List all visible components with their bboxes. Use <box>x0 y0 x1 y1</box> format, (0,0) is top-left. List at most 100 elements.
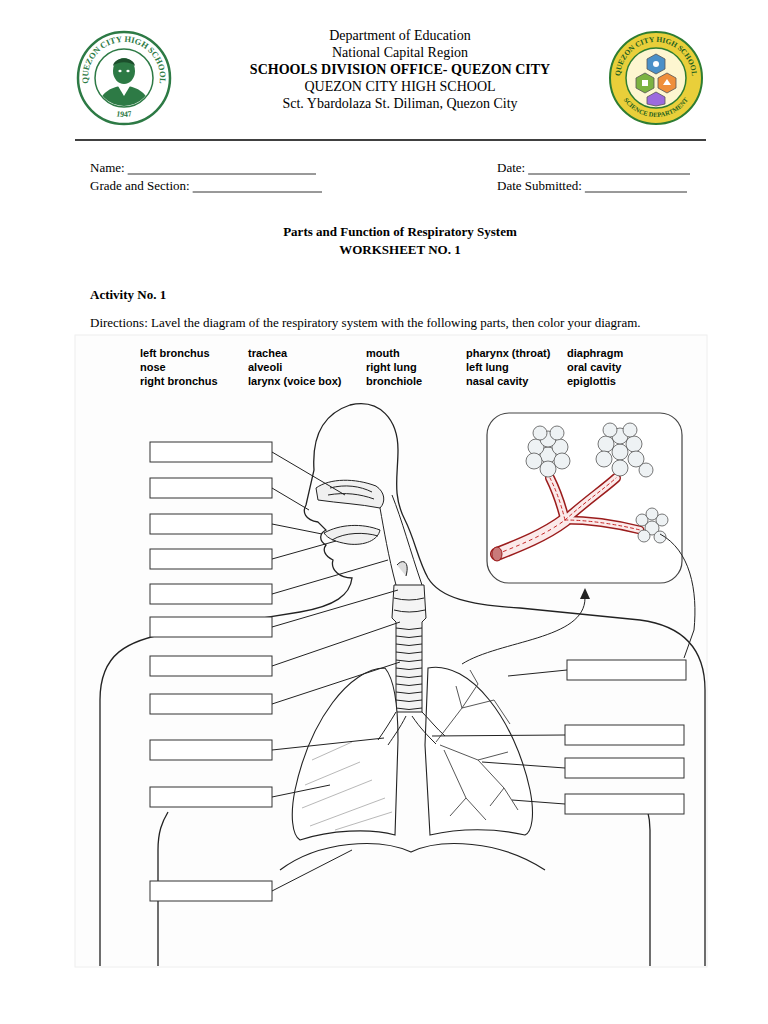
answer-box <box>150 694 272 714</box>
lungs <box>456 686 462 708</box>
seal-text: QUEZON CITY HIGH SCHOOL <box>80 34 168 85</box>
alveoli-inset <box>565 520 640 530</box>
alveoli-inset <box>550 478 565 520</box>
lungs <box>425 667 532 835</box>
alveoli-inset <box>526 453 542 469</box>
form-field: Grade and Section: <box>90 178 190 194</box>
leader-line <box>272 850 352 891</box>
alveoli-inset <box>565 520 640 530</box>
lungs <box>302 742 392 830</box>
trachea <box>394 610 425 612</box>
alveoli-inset <box>554 453 570 469</box>
school-seal <box>118 86 130 96</box>
trachea <box>396 684 422 686</box>
answer-box <box>567 660 686 680</box>
science-department-seal <box>610 32 702 124</box>
leader-line <box>272 590 398 627</box>
school-seal <box>118 70 121 72</box>
science-department-seal <box>647 92 665 106</box>
school-seal <box>78 32 170 124</box>
diagram-ground <box>75 335 707 967</box>
alveoli-inset <box>533 426 547 440</box>
alveoli-inset <box>598 436 614 452</box>
word-bank-term: bronchiole <box>366 374 422 388</box>
school-seal <box>126 70 129 72</box>
lungs <box>335 812 392 830</box>
answer-box <box>565 758 684 778</box>
body-outline <box>100 404 705 966</box>
word-bank-term: nasal cavity <box>466 374 528 388</box>
worksheet-number: WORKSHEET NO. 1 <box>200 242 600 258</box>
inset-arrow <box>462 598 585 664</box>
lungs <box>310 798 385 826</box>
answer-box <box>150 442 686 901</box>
answer-box <box>565 725 684 745</box>
trachea <box>396 652 422 654</box>
leader-line <box>272 738 384 750</box>
lungs <box>462 700 494 708</box>
leader-line <box>660 534 695 658</box>
trachea <box>396 708 422 710</box>
word-bank-term: pharynx (throat) <box>466 346 550 360</box>
bronchi <box>378 712 396 740</box>
lungs <box>470 670 478 684</box>
worksheet-title: Parts and Function of Respiratory System <box>150 224 650 240</box>
leader-line <box>272 541 336 559</box>
alveoli-inset <box>487 413 682 583</box>
trachea <box>396 644 422 646</box>
alveoli-inset <box>623 423 637 437</box>
trachea <box>396 636 422 638</box>
head-airway <box>392 495 422 585</box>
leader-line <box>272 452 695 891</box>
inset-arrow <box>580 588 590 599</box>
header-line: National Capital Region <box>140 44 660 62</box>
word-bank-term: larynx (voice box) <box>248 374 342 388</box>
body-outline <box>100 404 705 966</box>
answer-box <box>150 442 272 462</box>
lungs <box>444 750 486 820</box>
leader-line <box>272 622 400 666</box>
header-line: Department of Education <box>140 27 660 45</box>
header-line: SCHOOLS DIVISION OFFICE- QUEZON CITY <box>140 61 660 79</box>
header-line: QUEZON CITY HIGH SCHOOL <box>140 78 660 96</box>
head-airway <box>330 486 372 492</box>
lungs <box>504 788 518 810</box>
leader-line <box>432 735 565 736</box>
seal-text: SCIENCE DEPARTMENT <box>623 96 690 118</box>
trachea <box>396 676 422 678</box>
leader-line <box>482 762 565 768</box>
school-seal <box>113 59 135 67</box>
word-bank-term: left bronchus <box>140 346 210 360</box>
leader-line <box>272 524 322 534</box>
leader-line <box>508 670 567 676</box>
alveoli-inset <box>487 413 682 583</box>
head-airway <box>328 494 374 499</box>
inset-arrow <box>462 588 590 664</box>
leader-line <box>272 785 330 797</box>
school-seal <box>96 58 152 110</box>
answer-box <box>150 881 272 901</box>
seal-text: SCIENCE DEPARTMENT <box>623 96 690 118</box>
science-department-seal <box>653 61 659 67</box>
answer-box <box>150 740 272 760</box>
science-department-seal <box>658 73 676 93</box>
school-seal <box>78 32 170 124</box>
alveoli-inset <box>638 530 650 542</box>
lungs <box>302 780 372 808</box>
bronchi <box>388 716 406 745</box>
seal-text: QUEZON CITY HIGH SCHOOL1947QUEZON CITY H… <box>80 34 699 119</box>
science-department-seal <box>610 32 702 124</box>
answer-box <box>150 584 272 604</box>
word-bank-term: trachea <box>248 346 287 360</box>
answer-line <box>128 174 316 175</box>
lungs <box>450 798 466 816</box>
lungs <box>440 745 508 760</box>
answer-box <box>150 617 272 637</box>
alveoli-inset <box>565 520 640 530</box>
alveoli-inset <box>565 478 616 520</box>
lungs <box>305 762 360 785</box>
answer-box <box>150 787 272 807</box>
alveoli-inset <box>497 478 640 554</box>
leader-line <box>272 488 309 510</box>
